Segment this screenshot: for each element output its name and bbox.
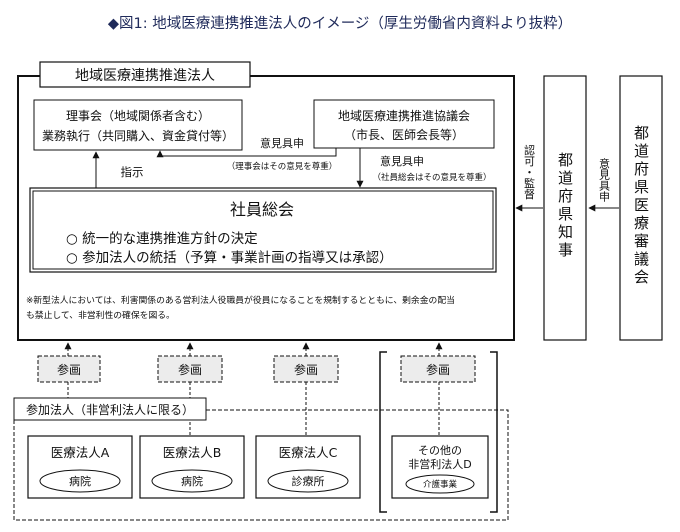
participation-box-a bbox=[37, 355, 101, 383]
governor-relation-label: 認可・監督 bbox=[523, 143, 536, 200]
footnote-line2: も禁止して、非営利性の確保を図る。 bbox=[26, 309, 175, 321]
council-line1: 地域医療連携推進協議会 bbox=[338, 108, 470, 123]
prefectural-council-box bbox=[619, 75, 663, 341]
facility-label-d: 介護事業 bbox=[423, 479, 458, 490]
participation-label-a: 参画 bbox=[57, 362, 81, 377]
facility-label-a: 病院 bbox=[69, 474, 91, 488]
board-line1: 理事会（地域関係者含む） bbox=[66, 108, 210, 123]
corporation-frame bbox=[17, 75, 515, 341]
facility-ellipse-c bbox=[267, 469, 349, 493]
opinion-to-assembly-label: 意見具申 bbox=[380, 154, 424, 168]
opinion-to-assembly-note: （社員総会はその意見を尊重） bbox=[372, 172, 491, 183]
participation-label-d: 参画 bbox=[426, 362, 450, 377]
board-line2: 業務執行（共同購入、資金貸付等） bbox=[42, 128, 234, 143]
prefectural-council-relation-label: 意見具申 bbox=[598, 157, 611, 203]
prefectural-council-label: 都道府県医療審議会 bbox=[632, 125, 650, 287]
participants-label-box bbox=[13, 397, 207, 421]
opinion-to-board-label: 意見具申 bbox=[260, 136, 304, 150]
participation-box-d bbox=[400, 355, 476, 383]
instruction-label: 指示 bbox=[121, 165, 144, 179]
governor-label: 都道府県知事 bbox=[556, 152, 574, 260]
facility-ellipse-d bbox=[405, 474, 475, 494]
other-member-bracket-right bbox=[490, 351, 498, 513]
participation-label-b: 参画 bbox=[178, 362, 202, 377]
facility-label-b: 病院 bbox=[181, 474, 203, 488]
governor-box bbox=[543, 75, 587, 341]
member-name-a: 医療法人A bbox=[51, 445, 110, 460]
participation-label-c: 参画 bbox=[294, 362, 318, 377]
council-box bbox=[313, 99, 495, 149]
member-name-c: 医療法人C bbox=[279, 445, 338, 460]
assembly-inner-border bbox=[32, 190, 494, 270]
diagram-title: ◆図1: 地域医療連携推進法人のイメージ（厚生労働省内資料より抜粋） bbox=[108, 15, 572, 32]
assembly-box bbox=[29, 187, 497, 273]
footnote-line1: ※新型法人においては、利害関係のある営利法人役職員が役員になることを規制するとと… bbox=[26, 294, 455, 306]
participants-label: 参加法人（非営利法人に限る） bbox=[26, 402, 194, 417]
other-member-bracket-left bbox=[379, 351, 387, 513]
assembly-item-2: ○ 参加法人の統括（予算・事業計画の指導又は承認） bbox=[66, 249, 393, 266]
board-box bbox=[33, 99, 243, 151]
other-member-name-line2: 非営利法人D bbox=[408, 457, 471, 471]
member-name-b: 医療法人B bbox=[163, 445, 222, 460]
corporation-label-box bbox=[39, 61, 251, 88]
opinion-to-board-arrow bbox=[156, 148, 337, 158]
facility-ellipse-b bbox=[151, 469, 233, 493]
opinion-to-board-note: （理事会はその意見を尊重） bbox=[227, 161, 338, 172]
participation-box-c bbox=[273, 355, 339, 383]
participants-region bbox=[13, 409, 509, 521]
facility-label-c: 診療所 bbox=[292, 474, 325, 488]
assembly-title: 社員総会 bbox=[230, 200, 294, 219]
participation-box-b bbox=[157, 355, 223, 383]
council-line2: （市長、医師会長等） bbox=[344, 127, 464, 142]
other-member-name-line1: その他の bbox=[418, 444, 462, 457]
assembly-item-1: ○ 統一的な連携推進方針の決定 bbox=[66, 231, 258, 247]
corporation-label: 地域医療連携推進法人 bbox=[75, 67, 215, 84]
facility-ellipse-a bbox=[39, 469, 121, 493]
